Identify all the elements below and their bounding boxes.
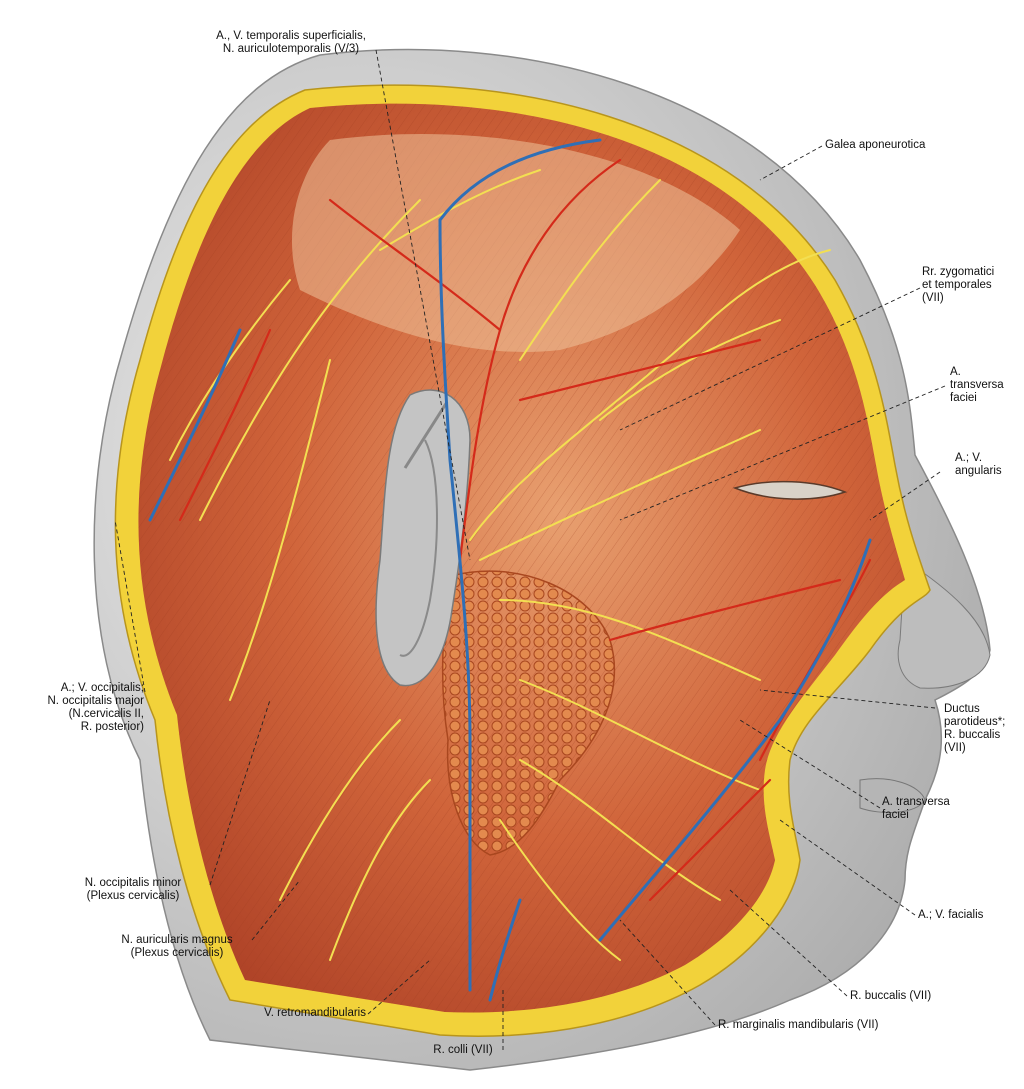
label-temporalis: A., V. temporalis superficialis, N. auri… — [216, 30, 366, 55]
label-buccalis: R. buccalis (VII) — [850, 990, 932, 1002]
lips-shape — [859, 778, 926, 813]
ear — [375, 389, 471, 687]
galea-aponeurotica — [291, 134, 740, 352]
label-transversa-bottom: A. transversa faciei — [882, 796, 950, 821]
label-transversa-top: A. transversa faciei — [950, 366, 1004, 404]
label-occ-minor: N. occipitalis minor (Plexus cervicalis) — [84, 877, 182, 902]
label-retromandibularis: V. retromandibularis — [264, 1007, 366, 1019]
eye — [732, 480, 848, 500]
label-ductus: Ductus parotideus*; R. buccalis (VII) — [944, 703, 1006, 754]
label-facialis: A.; V. facialis — [918, 909, 984, 921]
label-occipitalis: A.; V. occipitalis; N. occipitalis major… — [47, 682, 145, 733]
label-auricularis: N. auricularis magnus (Plexus cervicalis… — [121, 934, 233, 959]
label-colli: R. colli (VII) — [433, 1044, 493, 1056]
label-marginalis: R. marginalis mandibularis (VII) — [718, 1019, 879, 1031]
label-angularis: A.; V. angularis — [955, 452, 1002, 477]
label-galea: Galea aponeurotica — [825, 139, 926, 151]
nerves — [169, 169, 831, 961]
veins — [148, 138, 872, 1002]
leader-lines — [114, 49, 946, 1050]
parotid-gland — [441, 570, 616, 856]
label-zygomatici: Rr. zygomatici et temporales (VII) — [922, 266, 995, 304]
